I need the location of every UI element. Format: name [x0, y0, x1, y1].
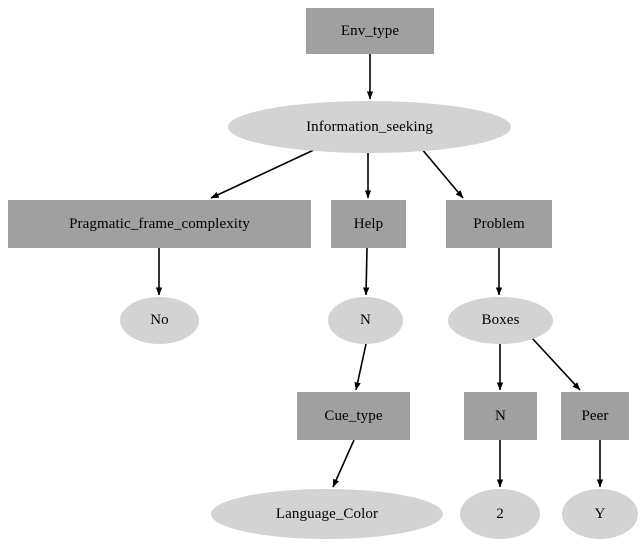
node-label-help: Help: [353, 215, 384, 232]
edges-group: [155, 54, 604, 488]
node-two[interactable]: 2: [460, 489, 540, 539]
node-n_mid[interactable]: N: [328, 297, 403, 344]
node-label-cue_type: Cue_type: [324, 407, 383, 424]
node-label-y: Y: [594, 505, 606, 522]
node-language_color[interactable]: Language_Color: [211, 489, 443, 539]
node-peer[interactable]: Peer: [561, 392, 629, 440]
node-label-problem: Problem: [473, 215, 525, 232]
node-label-env_type: Env_type: [340, 22, 400, 39]
node-y[interactable]: Y: [562, 489, 638, 539]
node-no[interactable]: No: [120, 297, 199, 344]
edge-information_seeking-to-problem: [420, 147, 464, 199]
node-n_low[interactable]: N: [464, 392, 537, 440]
node-cue_type[interactable]: Cue_type: [297, 392, 410, 440]
edge-n_mid-to-cue_type: [354, 343, 367, 391]
node-label-boxes: Boxes: [481, 312, 520, 328]
node-information_seeking[interactable]: Information_seeking: [228, 101, 511, 153]
node-label-language_color: Language_Color: [275, 505, 379, 522]
edge-help-to-n_mid: [362, 247, 370, 296]
node-label-n_low: N: [495, 407, 506, 424]
node-label-information_seeking: Information_seeking: [306, 118, 433, 135]
node-env_type[interactable]: Env_type: [306, 8, 434, 54]
node-label-two: 2: [496, 505, 504, 522]
node-help[interactable]: Help: [331, 200, 406, 248]
edge-information_seeking-to-pragmatic_frame_complexity: [210, 147, 319, 199]
node-label-peer: Peer: [581, 407, 609, 424]
node-label-no: No: [150, 312, 169, 328]
edge-boxes-to-peer: [531, 337, 581, 391]
node-label-n_mid: N: [360, 312, 371, 328]
node-pragmatic_frame_complexity[interactable]: Pragmatic_frame_complexity: [8, 200, 311, 248]
node-label-pragmatic_frame_complexity: Pragmatic_frame_complexity: [69, 215, 250, 232]
node-problem[interactable]: Problem: [446, 200, 552, 248]
edge-cue_type-to-language_color: [332, 439, 355, 488]
node-boxes[interactable]: Boxes: [448, 297, 553, 344]
